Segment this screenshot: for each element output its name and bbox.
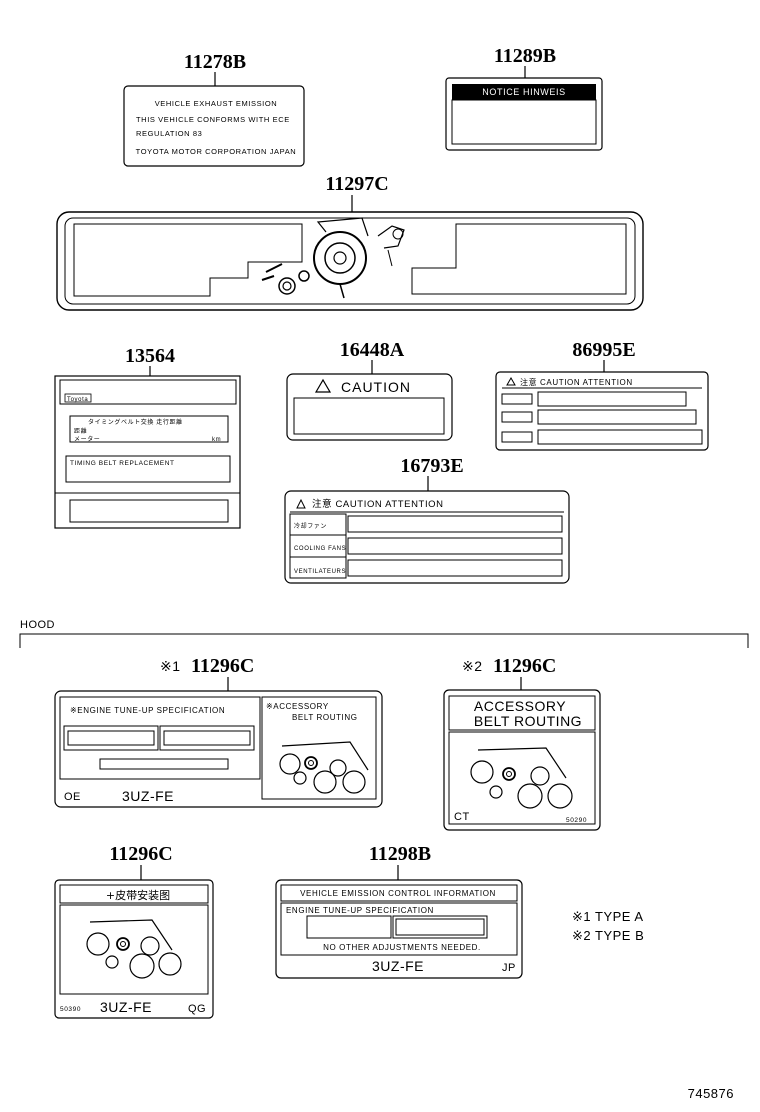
- l13564-row-c: メーター: [74, 435, 100, 443]
- l11278b-line2: THIS VEHICLE CONFORMS WITH ECE: [136, 115, 290, 124]
- belt-routing-icon: [279, 741, 369, 794]
- l11298b-line1: VEHICLE EMISSION CONTROL INFORMATION: [300, 889, 496, 898]
- l11298b-engine: 3UZ-FE: [372, 958, 424, 974]
- l11289b-header: NOTICE HINWEIS: [482, 87, 565, 97]
- l16793e-row2: COOLING FANS: [294, 546, 346, 552]
- l11296c-a-spec: ※ENGINE TUNE-UP SPECIFICATION: [70, 706, 225, 715]
- l13564-row-b: 距離: [74, 427, 87, 435]
- l16793e-row3: VENTILATEURS: [294, 569, 346, 575]
- l11296c-header: +皮带安装图: [106, 888, 170, 902]
- l13564-unit: km: [212, 437, 221, 443]
- l11296c-a-belt1: ※ACCESSORY: [266, 702, 329, 711]
- l16448a-header: CAUTION: [341, 379, 411, 395]
- l16793e-row1: 冷却ファン: [294, 522, 327, 530]
- section-hood: HOOD: [20, 619, 55, 631]
- diagram-number: 745876: [688, 1086, 734, 1101]
- part-number-11297c[interactable]: 11297C: [325, 173, 388, 195]
- l11296c-a-belt2: BELT ROUTING: [292, 713, 358, 722]
- marker-2: ※2: [462, 658, 483, 674]
- marker-1: ※1: [160, 658, 181, 674]
- part-number-11296c[interactable]: 11296C: [109, 843, 172, 865]
- label-11296c[interactable]: [54, 879, 214, 1019]
- l11296c-num: 50390: [60, 1006, 81, 1013]
- l86995e-header: 注意 CAUTION ATTENTION: [520, 377, 633, 387]
- part-number-11289b[interactable]: 11289B: [494, 45, 556, 67]
- l16793e-header: 注意 CAUTION ATTENTION: [312, 498, 444, 510]
- label-11296c-type-b[interactable]: [443, 689, 601, 831]
- belt-routing-icon-type-b: [470, 747, 573, 809]
- l13564-row-a: タイミングベルト交換 走行距離: [88, 418, 183, 426]
- warning-triangle-icon-86995e: [506, 376, 516, 386]
- l11296c-b-num: 50290: [566, 817, 587, 824]
- warning-triangle-icon: [314, 378, 332, 393]
- l13564-tag: Toyota: [67, 397, 88, 403]
- label-11297c[interactable]: [56, 211, 644, 311]
- dial-icon: [261, 217, 405, 299]
- label-16448a[interactable]: [286, 373, 453, 441]
- part-number-16448a[interactable]: 16448A: [340, 339, 405, 361]
- belt-routing-icon-china: [86, 919, 182, 979]
- part-number-11298b[interactable]: 11298B: [369, 843, 431, 865]
- label-11296c-type-a[interactable]: [54, 690, 383, 808]
- l11296c-b-line1: ACCESSORY: [474, 698, 566, 714]
- note-type-b: ※2 TYPE B: [572, 928, 644, 943]
- label-11289b[interactable]: [445, 77, 603, 151]
- label-16793e[interactable]: [284, 490, 570, 584]
- label-86995e[interactable]: [495, 371, 709, 451]
- l11296c-a-code: OE: [64, 791, 81, 803]
- part-number-86995e[interactable]: 86995E: [572, 339, 635, 361]
- part-number-11278b[interactable]: 11278B: [184, 51, 246, 73]
- l11298b-code: JP: [502, 962, 516, 974]
- label-13564[interactable]: [54, 375, 241, 529]
- l13564-belt: TIMING BELT REPLACEMENT: [70, 460, 175, 467]
- l11296c-b-line2: BELT ROUTING: [474, 713, 582, 729]
- label-11278b[interactable]: [123, 85, 305, 167]
- warning-triangle-icon-16793e: [296, 498, 306, 509]
- l11278b-line4: TOYOTA MOTOR CORPORATION JAPAN: [136, 147, 297, 156]
- part-number-16793e[interactable]: 16793E: [400, 455, 463, 477]
- l11296c-engine: 3UZ-FE: [100, 999, 152, 1015]
- l11296c-a-engine: 3UZ-FE: [122, 788, 174, 804]
- l11296c-b-code: CT: [454, 811, 470, 823]
- knob-icon: [278, 270, 310, 295]
- l11298b-line2: ENGINE TUNE-UP SPECIFICATION: [286, 906, 434, 915]
- part-number-11296c-type-a[interactable]: 11296C: [191, 655, 254, 677]
- label-11298b[interactable]: [275, 879, 523, 979]
- l11278b-line1: VEHICLE EXHAUST EMISSION: [155, 99, 278, 108]
- note-type-a: ※1 TYPE A: [572, 909, 644, 924]
- l11296c-code: QG: [188, 1003, 206, 1015]
- part-number-13564[interactable]: 13564: [125, 345, 175, 367]
- l11278b-line3: REGULATION 83: [136, 129, 202, 138]
- l11298b-line3: NO OTHER ADJUSTMENTS NEEDED.: [323, 943, 481, 952]
- part-number-11296c-type-b[interactable]: 11296C: [493, 655, 556, 677]
